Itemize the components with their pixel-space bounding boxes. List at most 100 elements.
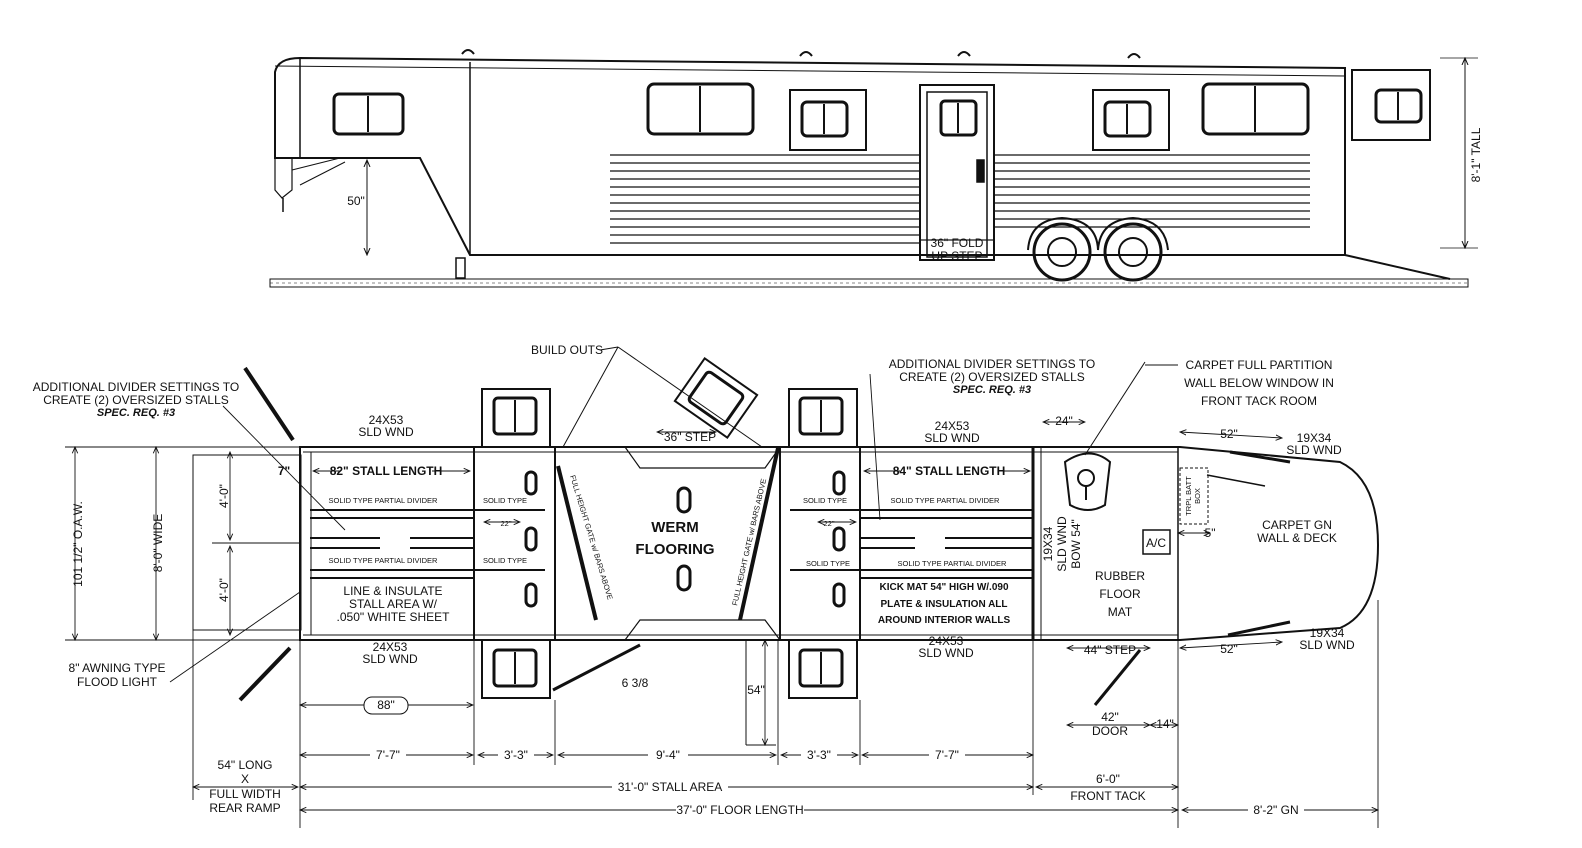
carpet-gn-2: WALL & DECK: [1257, 531, 1337, 545]
carpet-partition-1: CARPET FULL PARTITION: [1186, 358, 1333, 372]
werm-label-1: WERM: [651, 519, 699, 536]
gn-length-label: 8'-2" GN: [1253, 803, 1298, 817]
window-19x34-bot: 19X34: [1310, 626, 1345, 640]
ramp-3: FULL WIDTH: [209, 787, 281, 801]
dim-24-label: 24": [1055, 414, 1073, 428]
window-sld-19-top: SLD WND: [1286, 443, 1342, 457]
solid-type-1: SOLID TYPE: [483, 496, 527, 505]
solid-type-2: SOLID TYPE: [483, 556, 527, 565]
add-divider-left-1: ADDITIONAL DIVIDER SETTINGS TO: [33, 380, 239, 394]
fold-step-label-2: UP STEP: [931, 249, 982, 263]
ramp-1: 54" LONG: [218, 758, 273, 772]
stall-84-bg: [900, 463, 998, 477]
dim-bg-3: [648, 748, 688, 762]
awning-light-1: 8" AWNING TYPE: [69, 661, 166, 675]
line-insulate-2: STALL AREA W/: [349, 597, 438, 611]
rubber-mat-2: FLOOR: [1099, 587, 1141, 601]
awning-light-2: FLOOD LIGHT: [77, 675, 158, 689]
line-insulate-3: .050" WHITE SHEET: [337, 610, 451, 624]
window-sld-d: SLD WND: [918, 646, 974, 660]
carpet-gn-1: CARPET GN: [1262, 518, 1332, 532]
dim-bg-4: [801, 748, 837, 762]
height-50-label: 50": [347, 194, 365, 208]
dim-bg-1: [370, 748, 406, 762]
window-24x53-b: 24X53: [935, 419, 970, 433]
kick-mat-3: AROUND INTERIOR WALLS: [878, 615, 1011, 626]
dim-6-38-label: 6 3/8: [622, 676, 649, 690]
solid-partial-divider-1: SOLID TYPE PARTIAL DIVIDER: [329, 496, 439, 505]
bow-54-label: BOW 54": [1069, 519, 1083, 569]
spec-req-right: SPEC. REQ. #3: [953, 384, 1031, 396]
window-19x34-top: 19X34: [1297, 431, 1332, 445]
wide-label: 8'-0" WIDE: [151, 514, 165, 573]
dim-7-label: 7": [278, 464, 290, 478]
werm-label-2: FLOORING: [635, 541, 714, 558]
floor-length-label: 37'-0" FLOOR LENGTH: [676, 803, 803, 817]
batt-box-2: BOX: [1193, 488, 1202, 504]
dim-bg-5: [929, 748, 965, 762]
dim-9-4: 9'-4": [656, 748, 680, 762]
dim-5-label: 5": [1205, 526, 1216, 540]
spec-req-left: SPEC. REQ. #3: [97, 407, 175, 419]
rubber-mat-3: MAT: [1108, 605, 1133, 619]
carpet-partition-3: FRONT TACK ROOM: [1201, 394, 1317, 408]
dim-52-bot-label: 52": [1220, 642, 1238, 656]
rubber-mat-1: RUBBER: [1095, 569, 1145, 583]
solid-partial-divider-2: SOLID TYPE PARTIAL DIVIDER: [329, 556, 439, 565]
solid-partial-divider-3: SOLID TYPE PARTIAL DIVIDER: [891, 496, 1001, 505]
dim-4-a: 4'-0": [217, 484, 231, 508]
front-tack-2: FRONT TACK: [1070, 789, 1145, 803]
gn-length-bg: [1248, 803, 1304, 817]
line-insulate-1: LINE & INSULATE: [343, 584, 442, 598]
door-42-1: 42": [1101, 710, 1119, 724]
stall-area-label: 31'-0" STALL AREA: [618, 780, 723, 794]
front-tack-1: 6'-0": [1096, 772, 1120, 786]
door-42-2: DOOR: [1092, 724, 1128, 738]
stall-area-bg: [612, 780, 728, 794]
stall-84-label: 84" STALL LENGTH: [893, 464, 1006, 478]
window-24x53-d: 24X53: [929, 634, 964, 648]
build-outs-label: BUILD OUTS: [531, 343, 603, 357]
dim-54-label: 54": [747, 683, 765, 697]
stall-82-bg: [340, 463, 432, 477]
carpet-partition-2: WALL BELOW WINDOW IN: [1184, 376, 1334, 390]
kick-mat-2: PLATE & INSULATION ALL: [880, 599, 1007, 610]
floor-plan: [192, 346, 1380, 746]
ramp-4: REAR RAMP: [209, 801, 280, 815]
dim-4-b: 4'-0": [217, 578, 231, 602]
dim-3-3-b: 3'-3": [807, 748, 831, 762]
dim-7-7-b: 7'-7": [935, 748, 959, 762]
solid-type-3: SOLID TYPE: [803, 496, 847, 505]
solid-partial-divider-4: SOLID TYPE PARTIAL DIVIDER: [898, 559, 1008, 568]
ramp-2: X: [241, 772, 249, 786]
dim-22-b: 22": [823, 519, 834, 528]
step-44-label: 44" STEP: [1084, 643, 1136, 657]
stall-82-label: 82" STALL LENGTH: [330, 464, 443, 478]
step-36-label: 36" STEP: [664, 430, 716, 444]
window-24x53-c: 24X53: [373, 640, 408, 654]
dim-14-label: 14": [1156, 717, 1174, 731]
window-sld-a: SLD WND: [358, 425, 414, 439]
window-sld-19-side: SLD WND: [1055, 516, 1069, 572]
batt-box-1: TRPL BATT: [1184, 476, 1193, 516]
dim-22-a: 22": [500, 519, 511, 528]
dim-52-top-label: 52": [1220, 427, 1238, 441]
dim-3-3-a: 3'-3": [504, 748, 528, 762]
front-tack-bg: [1068, 789, 1148, 803]
kick-mat-1: KICK MAT 54" HIGH W/.090: [879, 582, 1008, 593]
window-24x53-a: 24X53: [369, 413, 404, 427]
window-sld-b: SLD WND: [924, 431, 980, 445]
solid-type-4: SOLID TYPE: [806, 559, 850, 568]
floor-length-bg: [676, 803, 804, 817]
fold-step-label-1: 36" FOLD: [931, 236, 984, 250]
ac-label: A/C: [1146, 536, 1166, 550]
window-sld-c: SLD WND: [362, 652, 418, 666]
dim-bg-2: [498, 748, 534, 762]
tall-label: 8'-1" TALL: [1469, 127, 1483, 182]
window-sld-19-bot: SLD WND: [1299, 638, 1355, 652]
add-divider-left-2: CREATE (2) OVERSIZED STALLS: [43, 393, 229, 407]
add-divider-right-1: ADDITIONAL DIVIDER SETTINGS TO: [889, 357, 1095, 371]
dim-88-box: [363, 696, 409, 715]
dim-7-7-a: 7'-7": [376, 748, 400, 762]
